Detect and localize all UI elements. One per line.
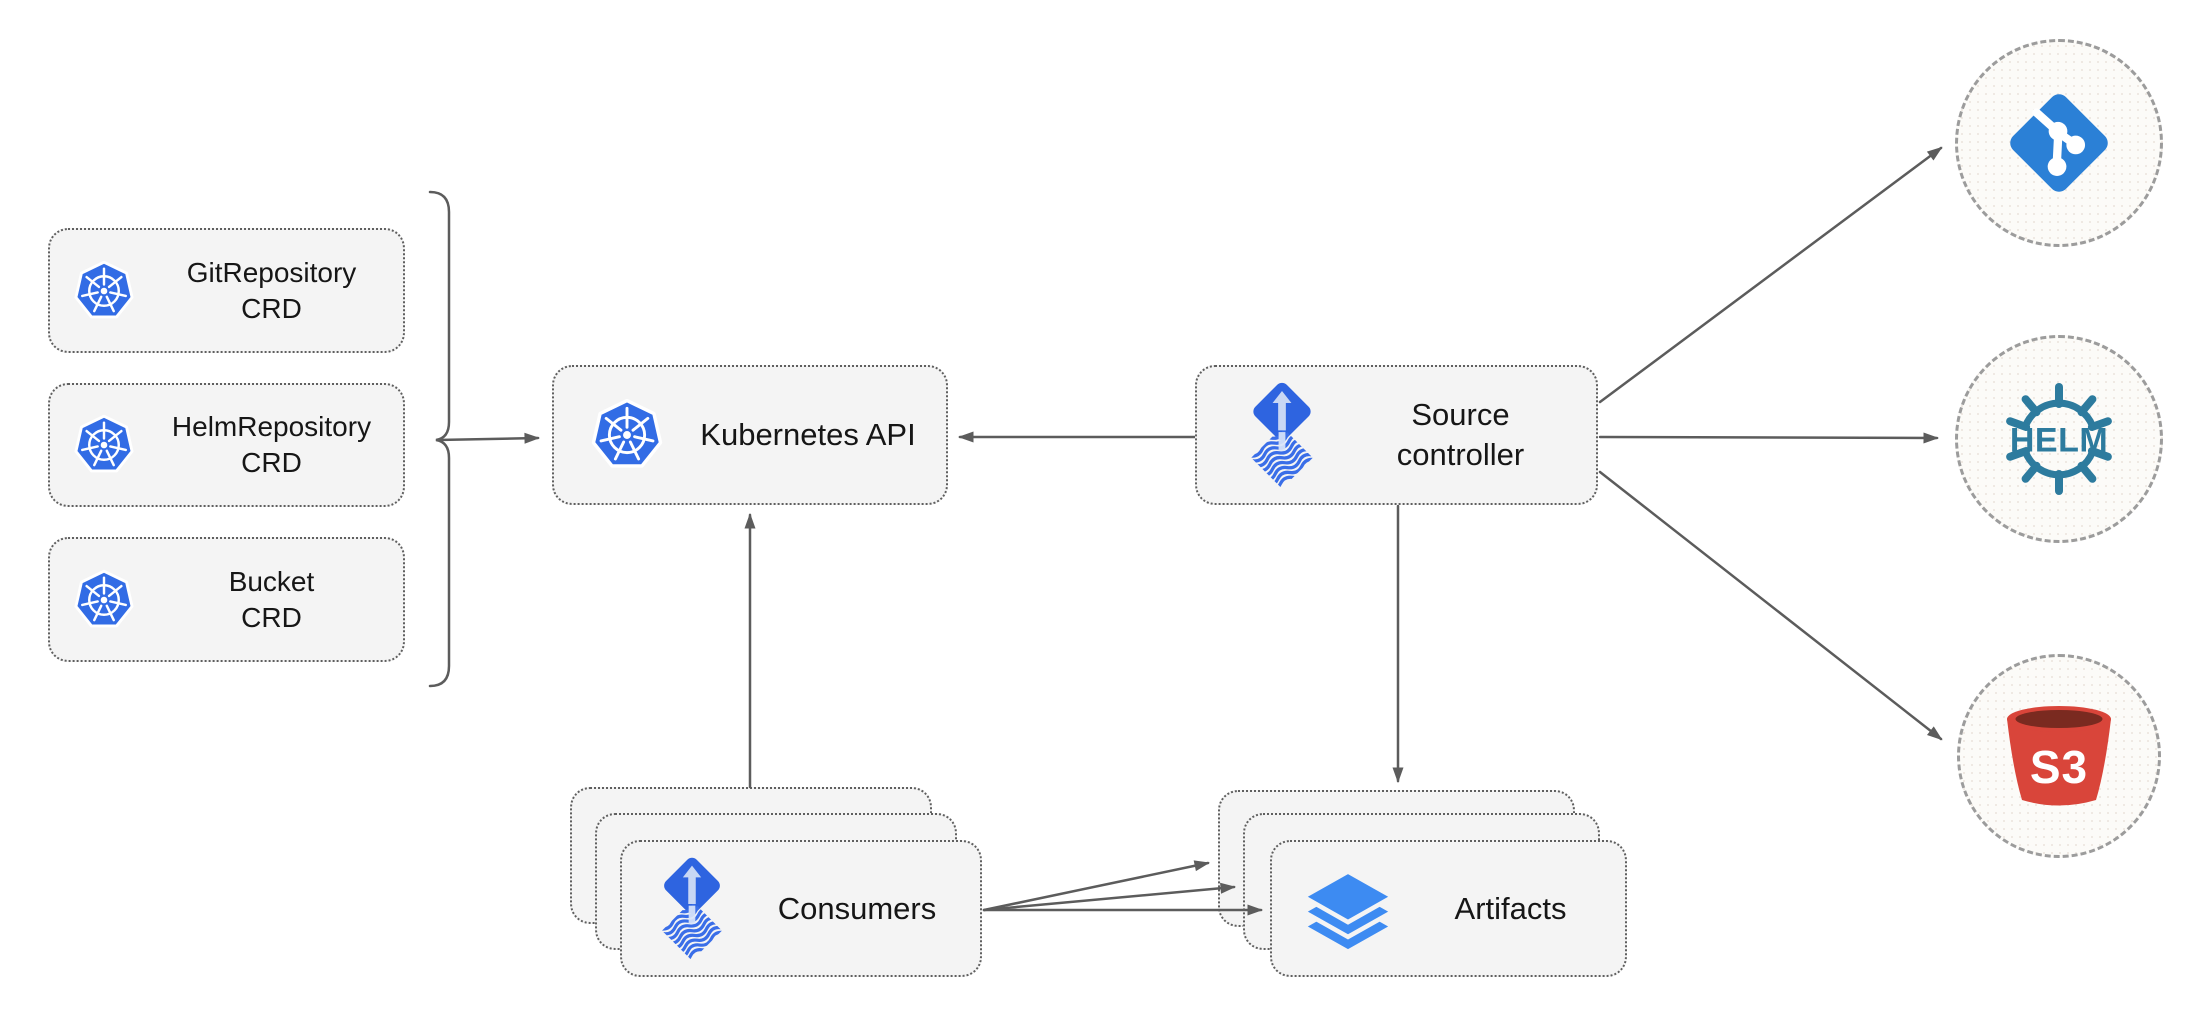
kubernetes-icon xyxy=(68,409,140,481)
connector-crds-to-kubernetes-api xyxy=(435,432,540,444)
flux-icon xyxy=(1239,379,1325,492)
layers-icon xyxy=(1300,865,1396,953)
kubernetes-icon xyxy=(584,392,670,478)
connector-source-to-helm xyxy=(1598,432,1939,444)
kubernetes-icon xyxy=(68,564,140,636)
helm-label: HELM xyxy=(2010,422,2108,460)
connector-consumers-to-artifacts-1 xyxy=(982,860,1210,912)
kubernetes-api-box: Kubernetes API xyxy=(552,365,948,505)
s3-label: S3 xyxy=(2030,741,2088,793)
kubernetes-icon xyxy=(68,255,140,327)
connector-source-to-git xyxy=(1598,146,1943,404)
connector-consumers-to-artifacts-2 xyxy=(982,882,1236,912)
helm-source-circle: HELM xyxy=(1955,335,2163,543)
s3-bucket-icon: S3 xyxy=(2007,706,2111,806)
s3-source-circle: S3 xyxy=(1957,654,2161,858)
git-source-circle xyxy=(1955,39,2163,247)
consumers-box: Consumers xyxy=(620,840,982,977)
artifacts-label: Artifacts xyxy=(1454,890,1567,926)
consumers-label: Consumers xyxy=(777,890,937,926)
kubernetes-api-label: Kubernetes API xyxy=(700,417,916,453)
flux-icon xyxy=(650,854,734,964)
connector-source-to-s3 xyxy=(1598,470,1943,741)
helm-icon: HELM xyxy=(2006,383,2112,495)
git-icon xyxy=(2010,94,2108,192)
artifacts-box: Artifacts xyxy=(1270,840,1627,977)
